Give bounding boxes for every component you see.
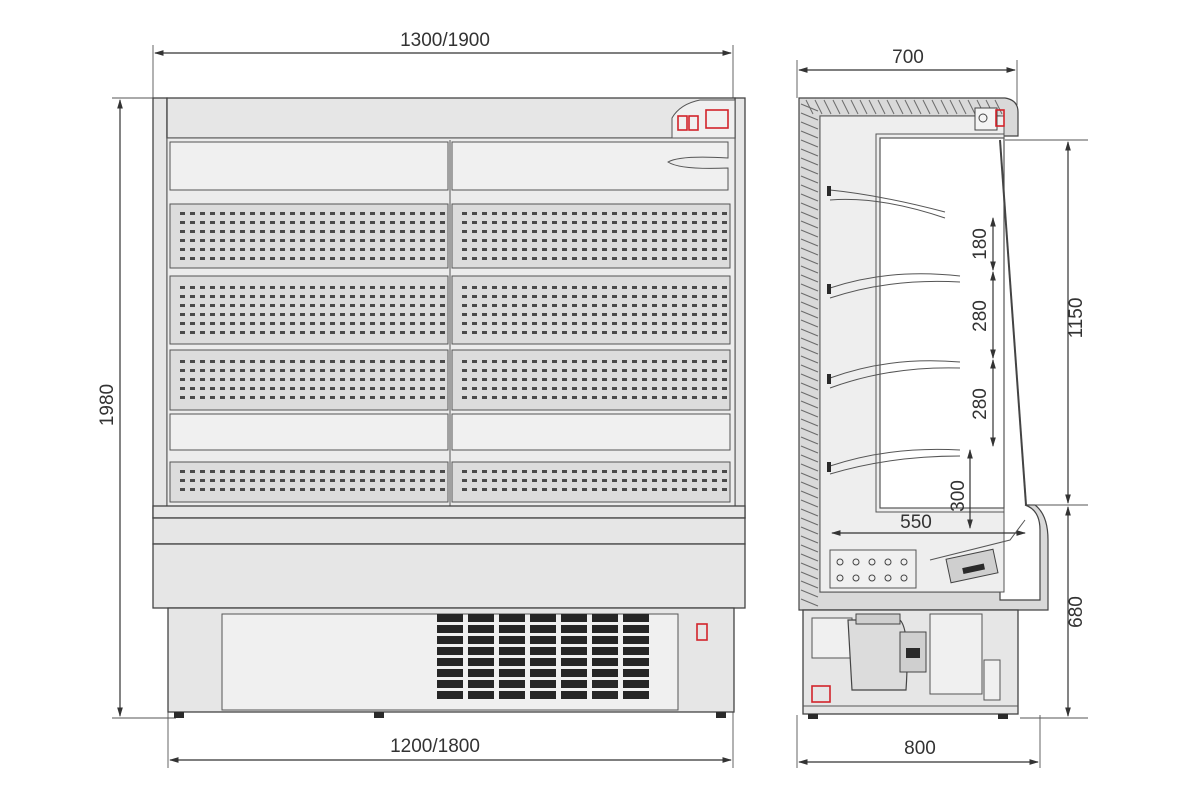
air-duct (929, 519, 1026, 561)
top-panel-left (169, 141, 449, 191)
shelf-4 (169, 413, 731, 451)
top-panel-right (451, 141, 729, 191)
shelf-spacing-3-label: 280 (970, 388, 991, 420)
shelf-bracket (827, 462, 831, 472)
insulated-cabinet-wall (798, 97, 1049, 611)
shelf-bracket (827, 374, 831, 384)
shelf-spacing-1-label: 180 (970, 228, 991, 260)
foot (174, 712, 184, 718)
foot (716, 712, 726, 718)
side-base-indicator (811, 685, 831, 703)
canopy (166, 97, 736, 139)
height-label: 1980 (97, 384, 118, 426)
compressor-top (855, 613, 901, 625)
fan-blade-icon (962, 563, 985, 574)
side-canopy-light (974, 107, 998, 131)
base-indicator (696, 623, 708, 641)
foot (808, 714, 818, 719)
bottom-depth-label: 800 (904, 738, 936, 759)
base-height-label: 680 (1066, 596, 1087, 628)
front-edge-line (999, 139, 1027, 506)
side-canopy-indicator (995, 109, 1005, 127)
shelf-depth-label: 550 (900, 512, 932, 533)
condenser (811, 617, 853, 659)
coil-tubes (836, 558, 908, 582)
side-shelf-1 (829, 189, 946, 213)
insulation-hatching (800, 99, 1003, 607)
foot (374, 712, 384, 718)
condenser-fan-icon (906, 648, 920, 658)
ventilation-grille (437, 614, 649, 699)
base-clearance-label: 300 (948, 480, 969, 512)
display-height-label: 1150 (1066, 298, 1087, 339)
side-shelf-2 (829, 273, 961, 289)
left-side-post (152, 97, 168, 519)
shelf-bracket (827, 284, 831, 294)
perforation-pattern (180, 212, 727, 491)
side-view: 700 800 180 280 (796, 47, 1088, 768)
canopy-control-box (705, 109, 729, 129)
front-bumper (152, 517, 746, 545)
canopy-lamp-icon (978, 113, 988, 123)
compressor-icon (847, 619, 908, 691)
front-view: 1300/1900 1980 1200/1800 (97, 30, 746, 768)
right-side-post (734, 97, 746, 519)
foot (998, 714, 1008, 719)
display-opening-frame (875, 133, 1005, 513)
shelf-bracket (827, 186, 831, 196)
top-width-label: 1300/1900 (400, 30, 490, 51)
shelf-spacing-2-label: 280 (970, 300, 991, 332)
drain-pan (983, 659, 1001, 701)
bottom-width-label: 1200/1800 (390, 736, 480, 757)
side-shelf-4 (829, 448, 961, 467)
canopy-indicator-left (677, 115, 688, 131)
base-panel (152, 543, 746, 609)
top-depth-label: 700 (892, 47, 924, 68)
deck-rail (152, 505, 746, 519)
canopy-indicator-mid (688, 115, 699, 131)
electrical-box (929, 613, 983, 695)
evaporator-coil (829, 549, 917, 589)
side-shelf-3 (829, 360, 961, 379)
